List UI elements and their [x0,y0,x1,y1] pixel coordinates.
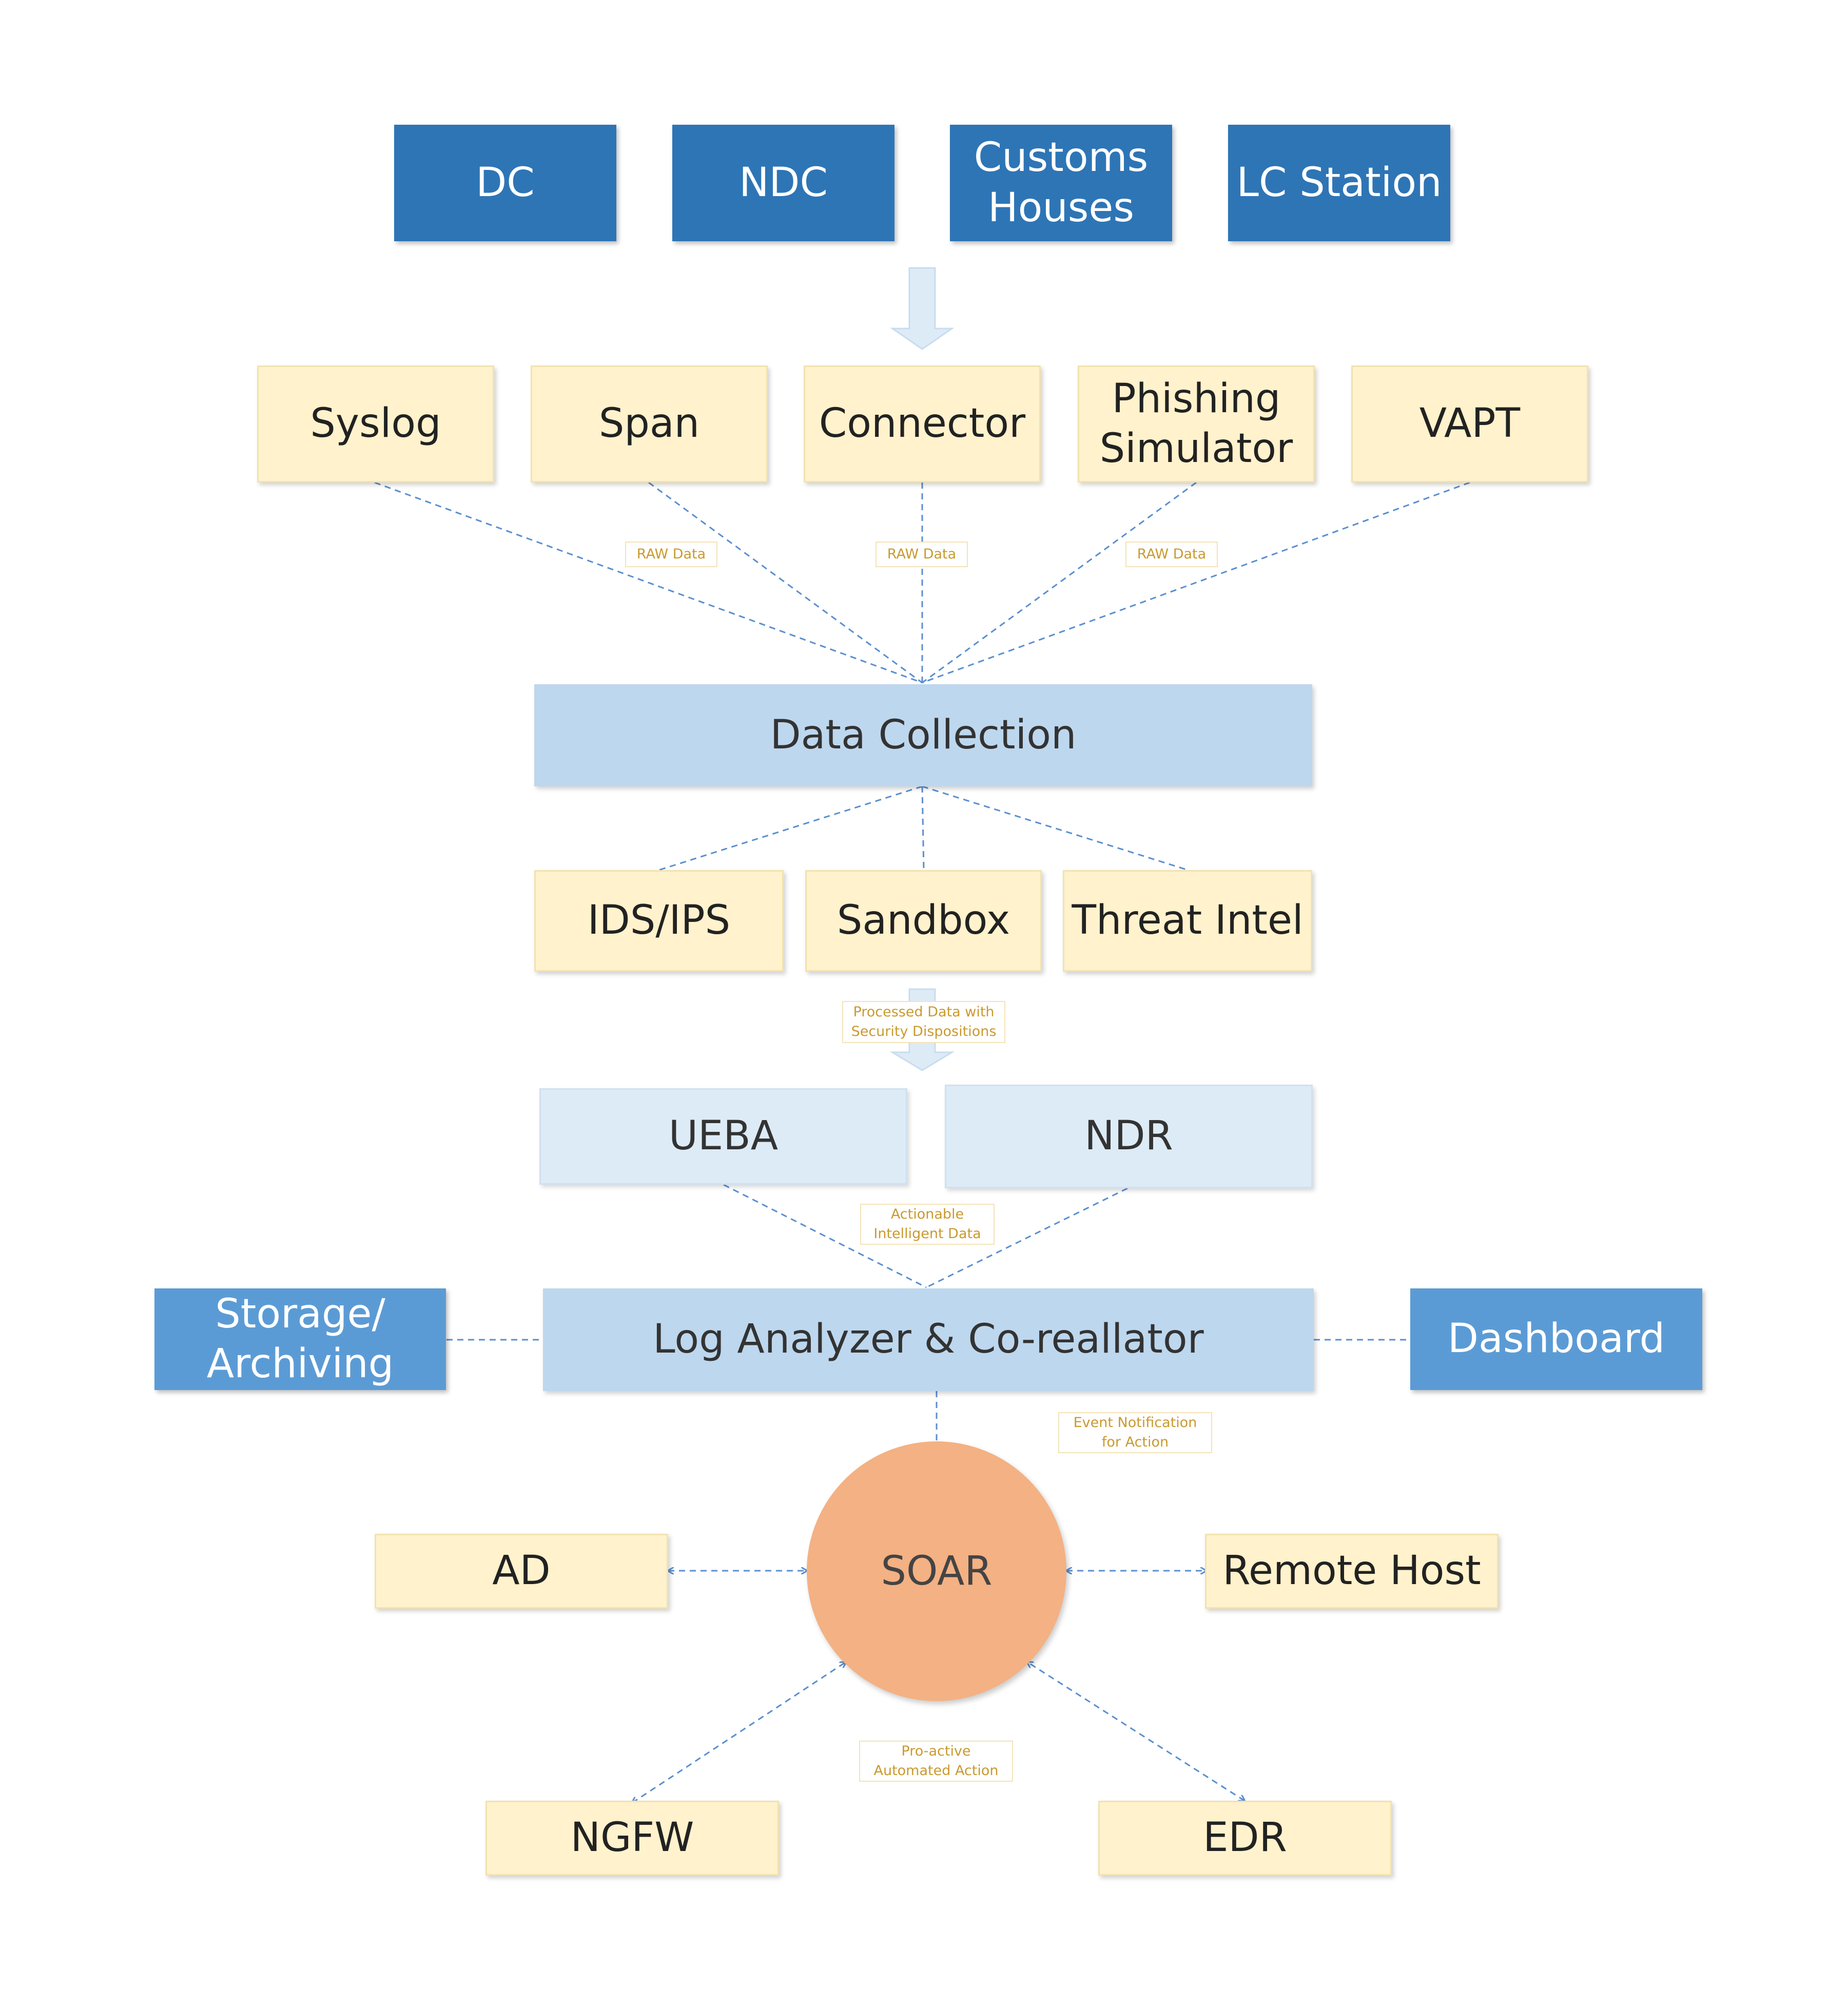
log-analyzer: Log Analyzer & Co-reallator [543,1288,1314,1391]
source-customs-line2: Houses [987,184,1135,231]
raw-data-label-1-text: RAW Data [636,546,706,563]
processing-sandbox: Sandbox [805,870,1042,972]
connector-edr [1027,1662,1244,1801]
event-notification-label: Event Notification for Action [1058,1412,1212,1453]
source-ndc-label: NDC [739,159,828,206]
log-analyzer-label: Log Analyzer & Co-reallator [653,1316,1204,1363]
proactive-action-line1: Pro-active [901,1743,971,1760]
endpoint-ngfw-label: NGFW [570,1815,694,1861]
raw-data-label-1: RAW Data [625,542,717,567]
actionable-data-line2: Intelligent Data [873,1226,981,1242]
source-lc-station: LC Station [1228,125,1450,241]
raw-data-label-2-text: RAW Data [887,546,957,563]
input-phishing-line1: Phishing [1112,375,1281,422]
analytics-connectors [446,1184,1410,1440]
input-phishing-simulator: Phishing Simulator [1078,365,1315,483]
analytics-ndr-label: NDR [1084,1113,1173,1160]
endpoint-remote-host-label: Remote Host [1222,1548,1481,1594]
connector-ndr [926,1187,1128,1288]
storage-archiving: Storage/ Archiving [154,1288,446,1390]
analytics-ueba: UEBA [539,1088,907,1185]
source-ndc: NDC [672,125,894,241]
storage-line2: Archiving [206,1341,394,1387]
endpoint-ngfw: NGFW [485,1801,779,1876]
processing-ids-ips: IDS/IPS [534,870,784,972]
input-span-label: Span [598,400,700,447]
event-notification-line2: for Action [1101,1434,1169,1450]
connector-threat-intel [922,785,1189,871]
endpoint-edr-label: EDR [1203,1815,1287,1861]
source-dc-label: DC [476,159,535,206]
input-span: Span [531,365,768,483]
processed-data-label: Processed Data with Security Disposition… [842,1001,1005,1043]
soar-label: SOAR [881,1548,993,1594]
storage-line1: Storage/ [215,1290,385,1337]
source-dc: DC [394,125,616,241]
connector-syslog [374,481,923,684]
connector-phishing [922,481,1197,684]
event-notification-line1: Event Notification [1073,1415,1197,1431]
data-collection-label: Data Collection [770,711,1077,758]
input-connector-label: Connector [819,400,1026,447]
input-phishing-line2: Simulator [1099,426,1293,472]
proactive-action-label: Pro-active Automated Action [859,1741,1013,1782]
connector-ngfw [632,1662,846,1803]
raw-data-label-3-text: RAW Data [1137,546,1207,563]
raw-data-label-2: RAW Data [876,542,968,567]
action-connectors [632,1571,1244,1803]
processing-ids-ips-label: IDS/IPS [587,897,731,944]
raw-data-connectors [374,481,1470,684]
connector-sandbox [921,786,925,871]
data-collection: Data Collection [534,684,1312,786]
analytics-ueba-label: UEBA [668,1113,779,1160]
connector-span [648,481,923,684]
dashboard: Dashboard [1410,1288,1702,1390]
endpoint-ad-label: AD [492,1548,551,1594]
processing-sandbox-label: Sandbox [837,897,1010,944]
processed-data-line2: Security Dispositions [851,1024,997,1039]
input-syslog: Syslog [257,365,494,483]
processing-connectors [658,785,1189,871]
input-vapt: VAPT [1351,365,1588,483]
endpoint-ad: AD [375,1534,668,1609]
source-customs-houses: Customs Houses [950,125,1172,241]
soar-node: SOAR [807,1441,1066,1701]
dashboard-label: Dashboard [1447,1316,1665,1362]
processing-threat-intel-label: Threat Intel [1072,897,1304,944]
processed-data-line1: Processed Data with [853,1004,995,1020]
actionable-data-line1: Actionable [890,1206,964,1223]
endpoint-edr: EDR [1098,1801,1392,1876]
connector-ids [658,785,923,871]
raw-data-label-3: RAW Data [1125,542,1218,567]
actionable-data-label: Actionable Intelligent Data [860,1204,995,1245]
input-syslog-label: Syslog [310,400,441,447]
source-customs-line1: Customs [974,134,1149,181]
input-connector: Connector [804,365,1041,483]
block-arrow-top [890,267,955,350]
input-vapt-label: VAPT [1419,400,1521,447]
endpoint-remote-host: Remote Host [1205,1534,1499,1609]
analytics-ndr: NDR [945,1085,1313,1188]
source-lc-station-label: LC Station [1236,159,1442,206]
connector-vapt [922,481,1470,684]
processing-threat-intel: Threat Intel [1063,870,1312,972]
proactive-action-line2: Automated Action [873,1763,999,1779]
connector-ueba [723,1184,927,1288]
